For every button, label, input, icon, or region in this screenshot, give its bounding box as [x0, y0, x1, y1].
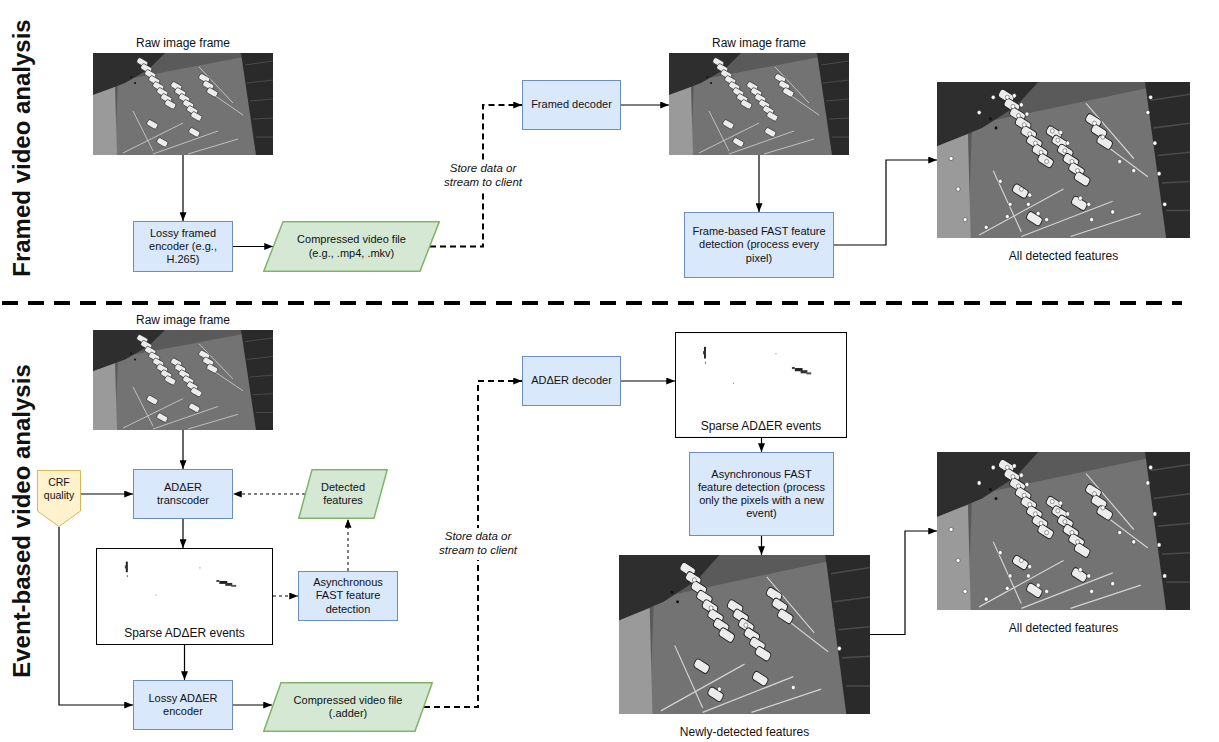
image-frame: All detected features — [937, 82, 1190, 238]
text-block: Compressed video file (.adder) — [263, 694, 433, 720]
section-title: Framed video analysis — [8, 19, 36, 276]
data-parallelogram: Compressed video file (.adder) — [263, 682, 433, 732]
arrow-connector — [81, 493, 133, 494]
node-label: Framed decoder — [527, 98, 616, 111]
image-frame: Sparse ADΔER events — [675, 332, 847, 438]
image-frame: Raw image frame — [93, 53, 273, 155]
shape-outline — [38, 471, 81, 527]
node-label: Compressed video file (e.g., .mp4, .mkv) — [286, 233, 417, 259]
sparse-event-image — [96, 548, 272, 644]
image-frame: All detected features — [937, 452, 1190, 610]
node-label: CRF quality — [38, 476, 80, 501]
arrow-connector — [621, 104, 669, 105]
process-box: Asynchronous FAST feature detection (pro… — [689, 452, 834, 536]
process-box: Asynchronous FAST feature detection — [298, 571, 398, 621]
shape-outline — [264, 222, 440, 272]
arrow-connector — [834, 160, 937, 245]
node-label: Lossy framed encoder (e.g., H.265) — [138, 227, 228, 267]
arrow-connector — [758, 155, 759, 212]
arrow-connector — [182, 430, 183, 469]
data-parallelogram: Compressed video file (e.g., .mp4, .mkv) — [263, 221, 440, 272]
image-caption: Newly-detected features — [680, 725, 809, 739]
text-block: Compressed video file (e.g., .mp4, .mkv) — [263, 233, 440, 259]
image-frame: Sparse ADΔER events — [96, 548, 273, 645]
node-label: Lossy ADΔER encoder — [138, 692, 228, 718]
process-box: Lossy ADΔER encoder — [133, 680, 233, 730]
arrow-connector — [761, 438, 762, 452]
arrow-connector — [621, 380, 675, 381]
parking-lot-image — [93, 330, 273, 430]
text-block: Detected features — [298, 481, 388, 507]
image-caption: Raw image frame — [712, 36, 806, 50]
text-block: Lossy framed encoder (e.g., H.265) — [134, 227, 232, 267]
section-title: Event-based video analysis — [8, 364, 36, 677]
node-label: Frame-based FAST feature detection (proc… — [689, 225, 829, 265]
arrow-connector — [182, 519, 183, 548]
image-caption: Sparse ADΔER events — [701, 419, 822, 433]
process-box: Framed decoder — [522, 80, 621, 130]
node-label: ADΔER decoder — [527, 374, 616, 387]
shape-outline — [299, 470, 388, 519]
arrow-connector — [761, 536, 762, 555]
sparse-event-image — [675, 333, 846, 438]
arrow-connector — [870, 531, 937, 635]
arrow-connector — [233, 494, 305, 495]
arrow-connector — [184, 645, 185, 680]
image-frame: Raw image frame — [669, 53, 849, 155]
process-box: Frame-based FAST feature detection (proc… — [684, 212, 834, 278]
node-label: Compressed video file (.adder) — [284, 694, 412, 720]
image-frame: Newly-detected features — [619, 555, 870, 714]
feature-image — [619, 555, 870, 714]
arrow-connector — [59, 527, 133, 705]
shape-outline — [264, 683, 433, 732]
arrow-connector — [233, 246, 273, 247]
arrow-connector — [348, 519, 349, 571]
feature-image — [937, 452, 1190, 610]
text-block: ADΔER transcoder — [134, 481, 232, 507]
image-caption: Raw image frame — [136, 36, 230, 50]
text-block: Asynchronous FAST feature detection — [299, 576, 397, 616]
parking-lot-image — [669, 53, 849, 155]
arrow-connector — [233, 704, 272, 705]
edge-label: Store data or stream to client — [431, 528, 525, 560]
text-block: Framed decoder — [523, 98, 620, 111]
feature-image — [937, 82, 1190, 238]
text-block: Asynchronous FAST feature detection (pro… — [690, 468, 833, 521]
arrow-connector — [273, 596, 298, 597]
image-caption: Sparse ADΔER events — [124, 626, 245, 640]
node-label: Asynchronous FAST feature detection (pro… — [694, 468, 829, 521]
text-block: CRF quality — [37, 470, 81, 501]
data-parallelogram: Detected features — [298, 469, 388, 519]
parking-lot-image — [93, 53, 273, 155]
arrow-connector — [182, 155, 183, 221]
image-frame: Raw image frame — [93, 330, 273, 430]
image-caption: All detected features — [1009, 249, 1118, 263]
image-caption: Raw image frame — [136, 313, 230, 327]
edge-label: Store data or stream to client — [436, 160, 530, 192]
input-tag: CRF quality — [37, 470, 81, 527]
node-label: Detected features — [315, 481, 371, 507]
node-label: ADΔER transcoder — [138, 481, 228, 507]
process-box: Lossy framed encoder (e.g., H.265) — [133, 221, 233, 272]
image-caption: All detected features — [1009, 621, 1118, 635]
process-box: ADΔER decoder — [522, 356, 621, 406]
node-label: Asynchronous FAST feature detection — [303, 576, 393, 616]
text-block: Frame-based FAST feature detection (proc… — [685, 225, 833, 265]
text-block: Lossy ADΔER encoder — [134, 692, 232, 718]
text-block: ADΔER decoder — [523, 374, 620, 387]
section-divider — [2, 301, 1182, 305]
process-box: ADΔER transcoder — [133, 469, 233, 519]
